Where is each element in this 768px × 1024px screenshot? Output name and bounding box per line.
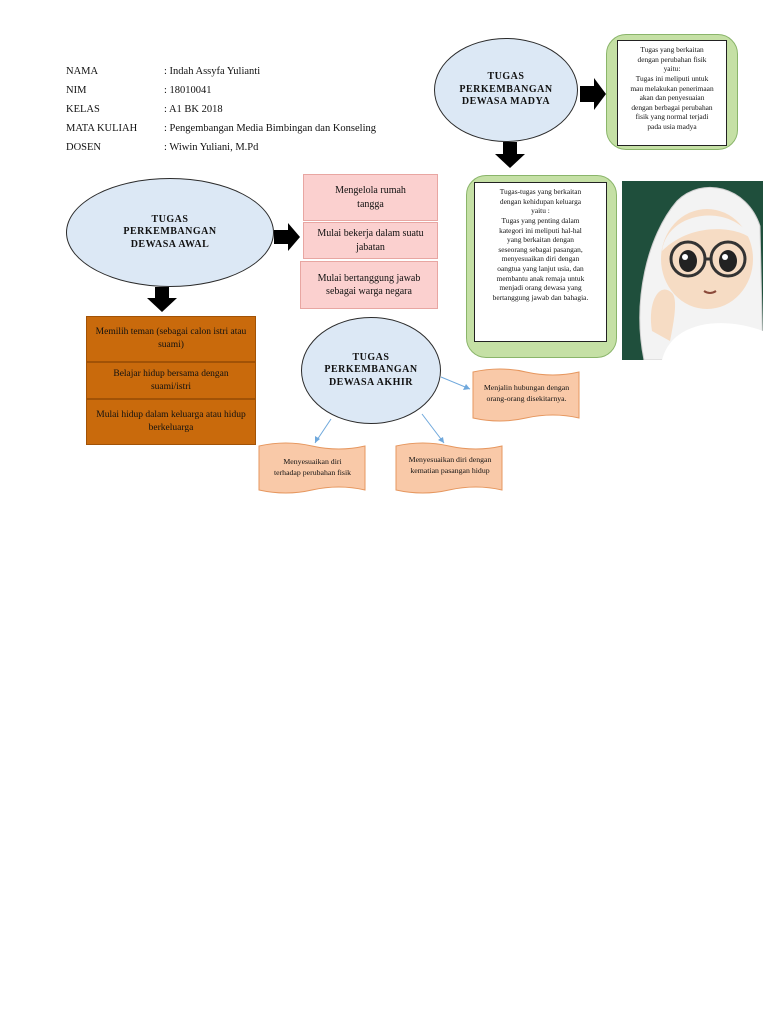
right-arrow-icon — [580, 78, 606, 110]
madya-physical-text: Tugas yang berkaitan dengan perubahan fi… — [617, 40, 727, 146]
identity-label: NIM — [66, 85, 87, 96]
connector-layer — [147, 78, 606, 494]
awal-orange-item: Memilih teman (sebagai calon istri atau … — [86, 316, 256, 362]
awal-orange-text: Memilih teman (sebagai calon istri atau … — [95, 327, 247, 350]
akhir-title: TUGAS PERKEMBANGAN DEWASA AKHIR — [324, 351, 418, 388]
identity-value: : Indah Assyfa Yulianti — [164, 66, 261, 77]
right-arrow-icon — [274, 223, 300, 251]
awal-orange-text: Mulai hidup dalam keluarga atau hidup be… — [96, 410, 246, 433]
akhir-banner-text: Menyesuaikan diri terhadap perubahan fis… — [273, 457, 352, 477]
identity-label: DOSEN — [66, 142, 102, 153]
akhir-ellipse: TUGAS PERKEMBANGAN DEWASA AKHIR — [301, 317, 441, 424]
banner-shape — [258, 442, 366, 494]
awal-orange-item: Belajar hidup bersama dengan suami/istri — [86, 362, 256, 399]
cartoon-illustration — [622, 181, 763, 360]
awal-pink-text: Mulai bertanggung jawab sebagai warga ne… — [317, 272, 421, 298]
akhir-banner-text: Menjalin hubungan dengan orang-orang dis… — [483, 383, 570, 403]
identity-value: : A1 BK 2018 — [164, 104, 223, 115]
identity-value: : 18010041 — [164, 85, 212, 96]
madya-title: TUGAS PERKEMBANGAN DEWASA MADYA — [459, 71, 553, 108]
down-arrow-icon — [495, 142, 525, 168]
madya-family-text: Tugas-tugas yang berkaitan dengan kehidu… — [474, 182, 607, 342]
akhir-banner-text: Menyesuaikan diri dengan kematian pasang… — [408, 455, 492, 475]
identity-label: NAMA — [66, 66, 99, 77]
awal-pink-item: Mulai bertanggung jawab sebagai warga ne… — [300, 261, 438, 309]
identity-label: MATA KULIAH — [66, 123, 138, 134]
banner-shape — [395, 442, 503, 494]
awal-pink-item: Mengelola rumah tangga — [303, 174, 438, 221]
awal-title: TUGAS PERKEMBANGAN DEWASA AWAL — [123, 213, 217, 250]
identity-value: : Wiwin Yuliani, M.Pd — [164, 142, 259, 153]
banner-shape — [472, 368, 580, 422]
awal-pink-text: Mulai bekerja dalam suatu jabatan — [317, 228, 424, 253]
awal-pink-text: Mengelola rumah tangga — [335, 185, 406, 210]
identity-value: : Pengembangan Media Bimbingan dan Konse… — [164, 123, 377, 134]
awal-orange-text: Belajar hidup bersama dengan suami/istri — [113, 368, 229, 392]
awal-ellipse: TUGAS PERKEMBANGAN DEWASA AWAL — [66, 178, 274, 287]
awal-orange-item: Mulai hidup dalam keluarga atau hidup be… — [86, 399, 256, 445]
down-arrow-icon — [147, 287, 177, 312]
madya-ellipse: TUGAS PERKEMBANGAN DEWASA MADYA — [434, 38, 578, 142]
identity-label: KELAS — [66, 104, 100, 115]
awal-pink-item: Mulai bekerja dalam suatu jabatan — [303, 222, 438, 259]
arrowhead-icon — [315, 436, 320, 443]
arrowhead-icon — [438, 437, 444, 443]
arrowhead-icon — [463, 384, 470, 390]
hijab-girl-icon — [622, 181, 763, 360]
